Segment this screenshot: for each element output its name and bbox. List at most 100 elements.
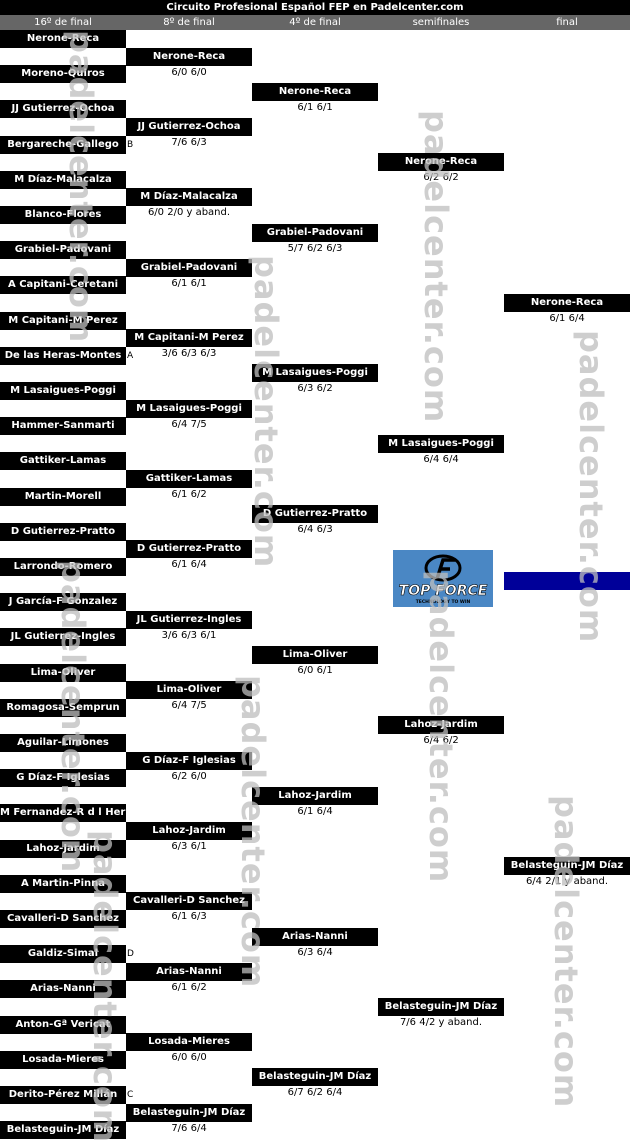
- team-entry[interactable]: Lahoz-Jardim: [252, 787, 378, 805]
- match-score: 7/6 4/2 y aband.: [399, 1017, 483, 1028]
- team-entry[interactable]: JL Gutierrez-Ingles: [0, 628, 126, 646]
- team-entry[interactable]: M Lasaigues-Poggi: [126, 400, 252, 418]
- team-entry[interactable]: Lahoz-Jardim: [0, 840, 126, 858]
- match-score: 6/0 6/0: [171, 67, 207, 78]
- match-score: 6/4 2/1 y aband.: [525, 876, 609, 887]
- logo-tagline: TECHNOLOGY TO WIN: [416, 599, 471, 605]
- team-entry[interactable]: M Díaz-Malacalza: [126, 188, 252, 206]
- team-entry[interactable]: Aguilar-Limones: [0, 734, 126, 752]
- column-header: semifinales: [378, 15, 504, 30]
- team-entry[interactable]: Derito-Pérez Millán: [0, 1086, 126, 1104]
- match-score: 6/1 6/4: [549, 313, 585, 324]
- team-entry[interactable]: J García-F Gonzalez: [0, 593, 126, 611]
- seed-tag: C: [127, 1090, 134, 1100]
- team-entry[interactable]: G Díaz-F Iglesias: [0, 769, 126, 787]
- match-score: 6/1 6/1: [171, 278, 207, 289]
- team-entry[interactable]: Lima-Oliver: [0, 664, 126, 682]
- match-score: 6/0 2/0 y aband.: [147, 207, 231, 218]
- match-score: 6/1 6/2: [171, 982, 207, 993]
- watermark: padelcenter.com: [547, 795, 585, 1109]
- team-entry[interactable]: Romagosa-Semprun: [0, 699, 126, 717]
- team-entry[interactable]: Grabiel-Padovani: [252, 224, 378, 242]
- sponsor-logo[interactable]: TOP FORCE TECHNOLOGY TO WIN: [393, 550, 493, 607]
- match-score: 6/4 7/5: [171, 419, 207, 430]
- team-entry[interactable]: JJ Gutierrez-Ochoa: [0, 100, 126, 118]
- team-entry[interactable]: Gattiker-Lamas: [0, 452, 126, 470]
- seed-tag: A: [127, 351, 134, 361]
- match-score: 6/3 6/4: [297, 947, 333, 958]
- team-entry[interactable]: Bergareche-Gallego: [0, 136, 126, 154]
- team-entry[interactable]: Nerone-Reca: [378, 153, 504, 171]
- match-score: 6/4 6/2: [423, 735, 459, 746]
- team-entry[interactable]: D Gutierrez-Pratto: [126, 540, 252, 558]
- team-entry[interactable]: A Martin-Pinna: [0, 875, 126, 893]
- match-score: 6/1 6/4: [171, 559, 207, 570]
- match-score: 7/6 6/4: [171, 1123, 207, 1134]
- team-entry[interactable]: Nerone-Reca: [0, 30, 126, 48]
- column-header: 16º de final: [0, 15, 126, 30]
- column-header: final: [504, 15, 630, 30]
- team-entry[interactable]: Belasteguin-JM Díaz: [252, 1068, 378, 1086]
- watermark: padelcenter.com: [572, 330, 610, 644]
- team-entry[interactable]: Lima-Oliver: [126, 681, 252, 699]
- team-entry[interactable]: D Gutierrez-Pratto: [252, 505, 378, 523]
- team-entry[interactable]: Lahoz-Jardim: [378, 716, 504, 734]
- logo-brand: TOP FORCE: [399, 583, 488, 599]
- match-score: 6/4 6/4: [423, 454, 459, 465]
- team-entry[interactable]: Nerone-Reca: [504, 294, 630, 312]
- page-title: Circuito Profesional Español FEP en Pade…: [0, 0, 630, 15]
- team-entry[interactable]: Gattiker-Lamas: [126, 470, 252, 488]
- team-entry[interactable]: M Lasaigues-Poggi: [252, 364, 378, 382]
- team-entry[interactable]: Hammer-Sanmarti: [0, 417, 126, 435]
- match-score: 6/2 6/2: [423, 172, 459, 183]
- team-entry[interactable]: Lahoz-Jardim: [126, 822, 252, 840]
- team-entry[interactable]: Anton-Gª Vericat: [0, 1016, 126, 1034]
- match-score: 6/7 6/2 6/4: [287, 1087, 343, 1098]
- team-entry[interactable]: Blanco-Flores: [0, 206, 126, 224]
- column-header: 4º de final: [252, 15, 378, 30]
- team-entry[interactable]: Cavalleri-D Sanchez: [126, 892, 252, 910]
- team-entry[interactable]: Nerone-Reca: [252, 83, 378, 101]
- team-entry[interactable]: Grabiel-Padovani: [0, 241, 126, 259]
- team-entry[interactable]: M Díaz-Malacalza: [0, 171, 126, 189]
- team-entry[interactable]: Belasteguin-JM Díaz: [126, 1104, 252, 1122]
- team-entry[interactable]: M Lasaigues-Poggi: [0, 382, 126, 400]
- team-entry[interactable]: Galdiz-Simal: [0, 945, 126, 963]
- team-entry[interactable]: Moreno-Quiros: [0, 65, 126, 83]
- match-score: 6/2 6/0: [171, 771, 207, 782]
- team-entry[interactable]: Lima-Oliver: [252, 646, 378, 664]
- team-entry[interactable]: Martin-Morell: [0, 488, 126, 506]
- team-entry[interactable]: G Díaz-F Iglesias: [126, 752, 252, 770]
- team-entry[interactable]: Cavalleri-D Sanchez: [0, 910, 126, 928]
- team-entry[interactable]: Losada-Mieres: [0, 1051, 126, 1069]
- match-score: 6/4 7/5: [171, 700, 207, 711]
- team-entry[interactable]: Belasteguin-JM Díaz: [0, 1121, 126, 1139]
- match-score: 6/3 6/2: [297, 383, 333, 394]
- match-score: 6/0 6/1: [297, 665, 333, 676]
- team-entry[interactable]: Nerone-Reca: [126, 48, 252, 66]
- team-entry[interactable]: Grabiel-Padovani: [126, 259, 252, 277]
- match-score: 7/6 6/3: [171, 137, 207, 148]
- team-entry[interactable]: Belasteguin-JM Díaz: [378, 998, 504, 1016]
- column-header: 8º de final: [126, 15, 252, 30]
- match-score: 6/3 6/1: [171, 841, 207, 852]
- team-entry[interactable]: Arias-Nanni: [252, 928, 378, 946]
- team-entry[interactable]: Larrondo-Romero: [0, 558, 126, 576]
- team-entry[interactable]: A Capitani-Ceretani: [0, 276, 126, 294]
- team-entry[interactable]: D Gutierrez-Pratto: [0, 523, 126, 541]
- team-entry[interactable]: Arias-Nanni: [126, 963, 252, 981]
- team-entry[interactable]: Arias-Nanni: [0, 980, 126, 998]
- team-entry[interactable]: M Capitani-M Perez: [0, 312, 126, 330]
- match-score: 6/4 6/3: [297, 524, 333, 535]
- team-entry[interactable]: M Capitani-M Perez: [126, 329, 252, 347]
- match-score: 5/7 6/2 6/3: [287, 243, 343, 254]
- team-entry[interactable]: Losada-Mieres: [126, 1033, 252, 1051]
- team-entry[interactable]: M Fernandez-R d l Herran: [0, 804, 126, 822]
- champion-slot: [504, 572, 630, 590]
- team-entry[interactable]: JJ Gutierrez-Ochoa: [126, 118, 252, 136]
- team-entry[interactable]: M Lasaigues-Poggi: [378, 435, 504, 453]
- team-entry[interactable]: Belasteguin-JM Díaz: [504, 857, 630, 875]
- team-entry[interactable]: JL Gutierrez-Ingles: [126, 611, 252, 629]
- top-force-logo-icon: TOP FORCE TECHNOLOGY TO WIN: [398, 554, 488, 605]
- team-entry[interactable]: De las Heras-Montes: [0, 347, 126, 365]
